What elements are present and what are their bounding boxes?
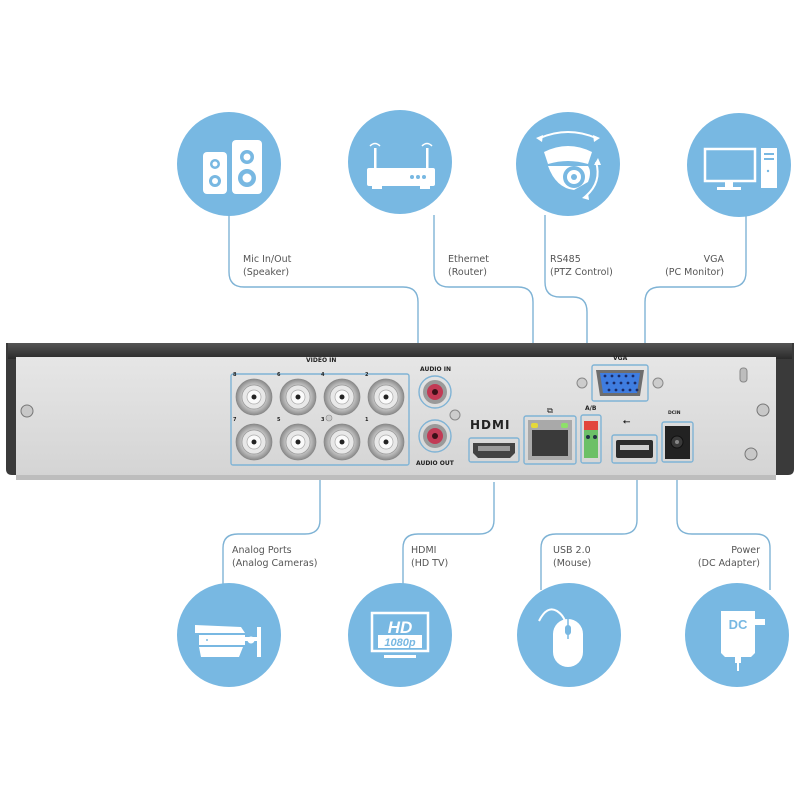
vga-pin bbox=[614, 388, 618, 392]
bnc-connector bbox=[235, 423, 273, 461]
dc-text: DC bbox=[729, 617, 748, 632]
ptz-dome-camera-icon bbox=[536, 131, 601, 200]
bnc-channel-number: 5 bbox=[277, 417, 281, 423]
dc-adapter-icon: DC bbox=[721, 611, 765, 671]
bnc-channel-number: 2 bbox=[365, 372, 369, 378]
vga-pin bbox=[626, 381, 630, 385]
label-ethernet: Ethernet (Router) bbox=[448, 253, 489, 279]
router-icon bbox=[367, 142, 435, 189]
label-usb-line2: (Mouse) bbox=[553, 558, 592, 569]
bnc-channel-number: 8 bbox=[233, 372, 237, 378]
label-rs485: RS485 (PTZ Control) bbox=[550, 253, 613, 279]
ab-label: A/B bbox=[585, 405, 597, 412]
label-usb-line1: USB 2.0 bbox=[553, 545, 591, 556]
bnc-connector bbox=[235, 378, 273, 416]
video-in-label: VIDEO IN bbox=[306, 357, 337, 364]
label-mic: Mic In/Out (Speaker) bbox=[243, 253, 291, 279]
resolution-text: 1080p bbox=[384, 637, 415, 649]
audio-out-label: AUDIO OUT bbox=[416, 460, 454, 467]
device-router bbox=[348, 110, 452, 214]
device-pc-monitor bbox=[687, 113, 791, 217]
device-hd-tv: HD 1080p bbox=[348, 583, 452, 687]
bnc-channel-number: 7 bbox=[233, 417, 237, 423]
device-dc-adapter: DC bbox=[685, 583, 789, 687]
mouse-icon bbox=[538, 608, 583, 667]
hd-tv-icon: HD 1080p bbox=[370, 611, 430, 658]
label-vga-line1: VGA bbox=[703, 254, 724, 265]
vga-pin bbox=[603, 374, 607, 378]
dcin-label: DCIN bbox=[668, 411, 681, 416]
label-usb: USB 2.0 (Mouse) bbox=[553, 544, 591, 570]
vga-pin bbox=[635, 388, 639, 392]
label-hdmi-line1: HDMI bbox=[411, 545, 437, 556]
label-power: Power (DC Adapter) bbox=[698, 544, 760, 570]
audio-in-label: AUDIO IN bbox=[420, 366, 451, 373]
bnc-channel-number: 1 bbox=[365, 417, 369, 423]
usb-symbol-icon: ⭠ bbox=[623, 417, 631, 427]
vga-pin bbox=[605, 381, 609, 385]
screw-right-bottom bbox=[744, 447, 758, 461]
device-analog-camera bbox=[177, 583, 281, 687]
label-analog-line1: Analog Ports bbox=[232, 545, 292, 556]
vga-pin bbox=[624, 374, 628, 378]
label-mic-line1: Mic In/Out bbox=[243, 254, 292, 265]
vga-pin bbox=[633, 381, 637, 385]
screw-left bbox=[20, 404, 34, 418]
device-mouse bbox=[517, 583, 621, 687]
speakers-icon bbox=[203, 140, 262, 194]
bnc-connector bbox=[367, 378, 405, 416]
vga-pin bbox=[612, 381, 616, 385]
label-rs485-line1: RS485 bbox=[550, 254, 581, 265]
bnc-connector bbox=[367, 423, 405, 461]
svg-text:⧉: ⧉ bbox=[547, 406, 553, 415]
label-rs485-line2: (PTZ Control) bbox=[550, 267, 613, 278]
bnc-channel-number: 4 bbox=[321, 372, 325, 378]
bnc-channel-number: 6 bbox=[277, 372, 281, 378]
screw-right-top bbox=[756, 403, 770, 417]
label-analog: Analog Ports (Analog Cameras) bbox=[232, 544, 318, 570]
vga-pin bbox=[631, 374, 635, 378]
bnc-connector bbox=[279, 423, 317, 461]
hdmi-logo: HDMI bbox=[470, 418, 511, 432]
device-ptz bbox=[516, 112, 620, 216]
label-vga: VGA (PC Monitor) bbox=[665, 253, 724, 279]
line-hdmi bbox=[402, 482, 495, 590]
vga-pin bbox=[610, 374, 614, 378]
vga-pin bbox=[607, 388, 611, 392]
vga-pin bbox=[628, 388, 632, 392]
label-power-line1: Power bbox=[731, 545, 760, 556]
bnc-connector bbox=[323, 423, 361, 461]
label-hdmi-line2: (HD TV) bbox=[411, 558, 449, 569]
bnc-channel-number: 3 bbox=[321, 417, 325, 423]
device-mic bbox=[177, 112, 281, 216]
bullet-camera-icon bbox=[195, 625, 261, 657]
bnc-connector bbox=[323, 378, 361, 416]
label-analog-line2: (Analog Cameras) bbox=[232, 558, 318, 569]
label-mic-line2: (Speaker) bbox=[243, 267, 290, 278]
vga-pin bbox=[617, 374, 621, 378]
pc-monitor-icon bbox=[703, 147, 777, 190]
hd-text: HD bbox=[388, 618, 413, 637]
vga-pin bbox=[621, 388, 625, 392]
bnc-connector bbox=[279, 378, 317, 416]
label-ethernet-line2: (Router) bbox=[448, 267, 487, 278]
vga-label: VGA bbox=[613, 355, 628, 362]
label-ethernet-line1: Ethernet bbox=[448, 254, 489, 265]
dvr-rear-panel: ⧉ bbox=[6, 343, 794, 480]
vga-pin bbox=[619, 381, 623, 385]
label-vga-line2: (PC Monitor) bbox=[665, 267, 724, 278]
label-power-line2: (DC Adapter) bbox=[697, 558, 760, 569]
label-hdmi: HDMI (HD TV) bbox=[411, 544, 448, 570]
